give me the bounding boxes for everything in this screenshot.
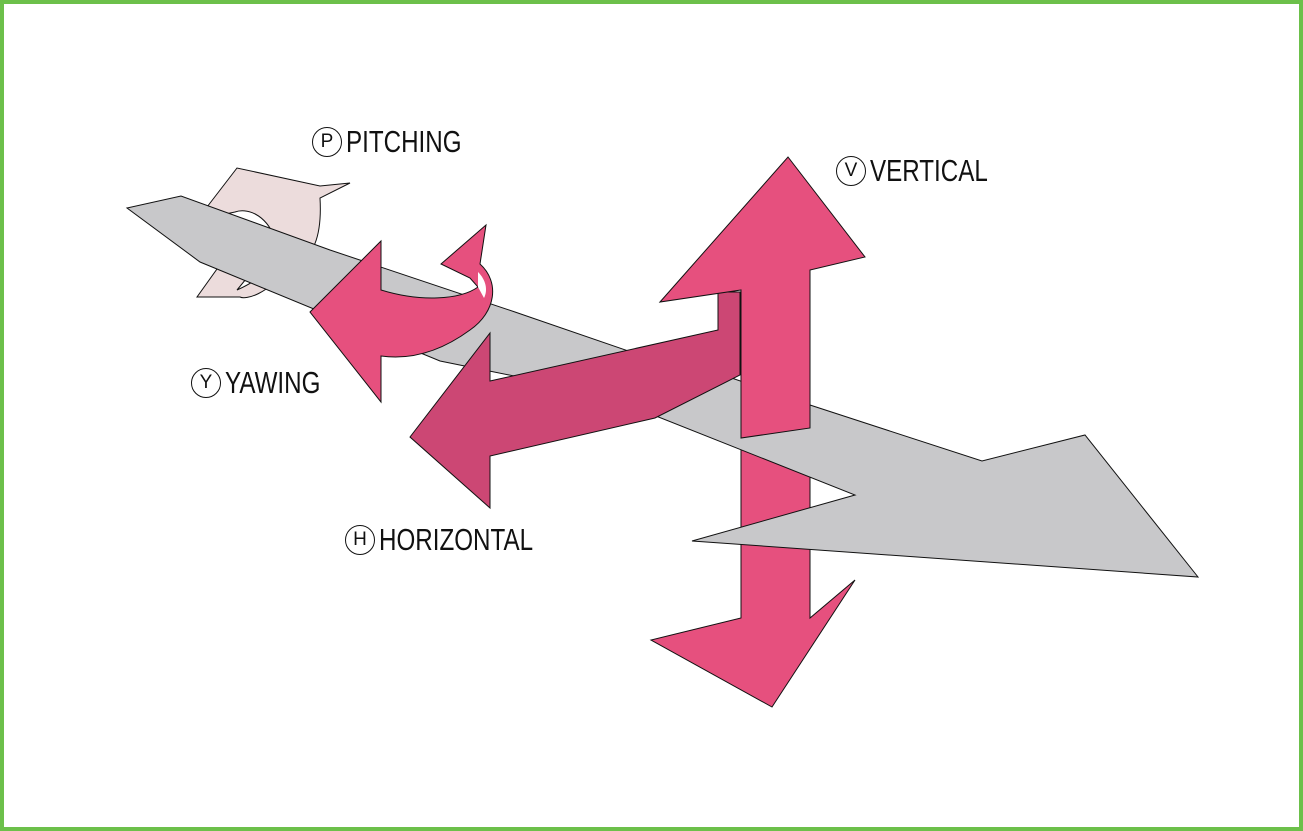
- horizontal-label-text: HORIZONTAL: [379, 522, 534, 557]
- pitching-letter-badge: P: [312, 126, 342, 157]
- horizontal-letter-badge: H: [345, 524, 375, 555]
- vertical-arrow-up: [658, 156, 866, 439]
- label-pitching: P PITCHING: [312, 126, 494, 157]
- yawing-arrow-highlight: [478, 272, 486, 298]
- yawing-arrow: [309, 223, 494, 404]
- label-yawing: Y YAWING: [191, 367, 347, 398]
- yawing-letter-badge: Y: [191, 367, 221, 398]
- vertical-label-text: VERTICAL: [870, 153, 988, 188]
- label-vertical: V VERTICAL: [836, 155, 1021, 186]
- pitching-label-text: PITCHING: [346, 124, 462, 159]
- horizontal-arrow: [409, 291, 741, 510]
- label-horizontal: H HORIZONTAL: [345, 524, 577, 555]
- vertical-letter-badge: V: [836, 155, 866, 186]
- yawing-label-text: YAWING: [225, 365, 321, 400]
